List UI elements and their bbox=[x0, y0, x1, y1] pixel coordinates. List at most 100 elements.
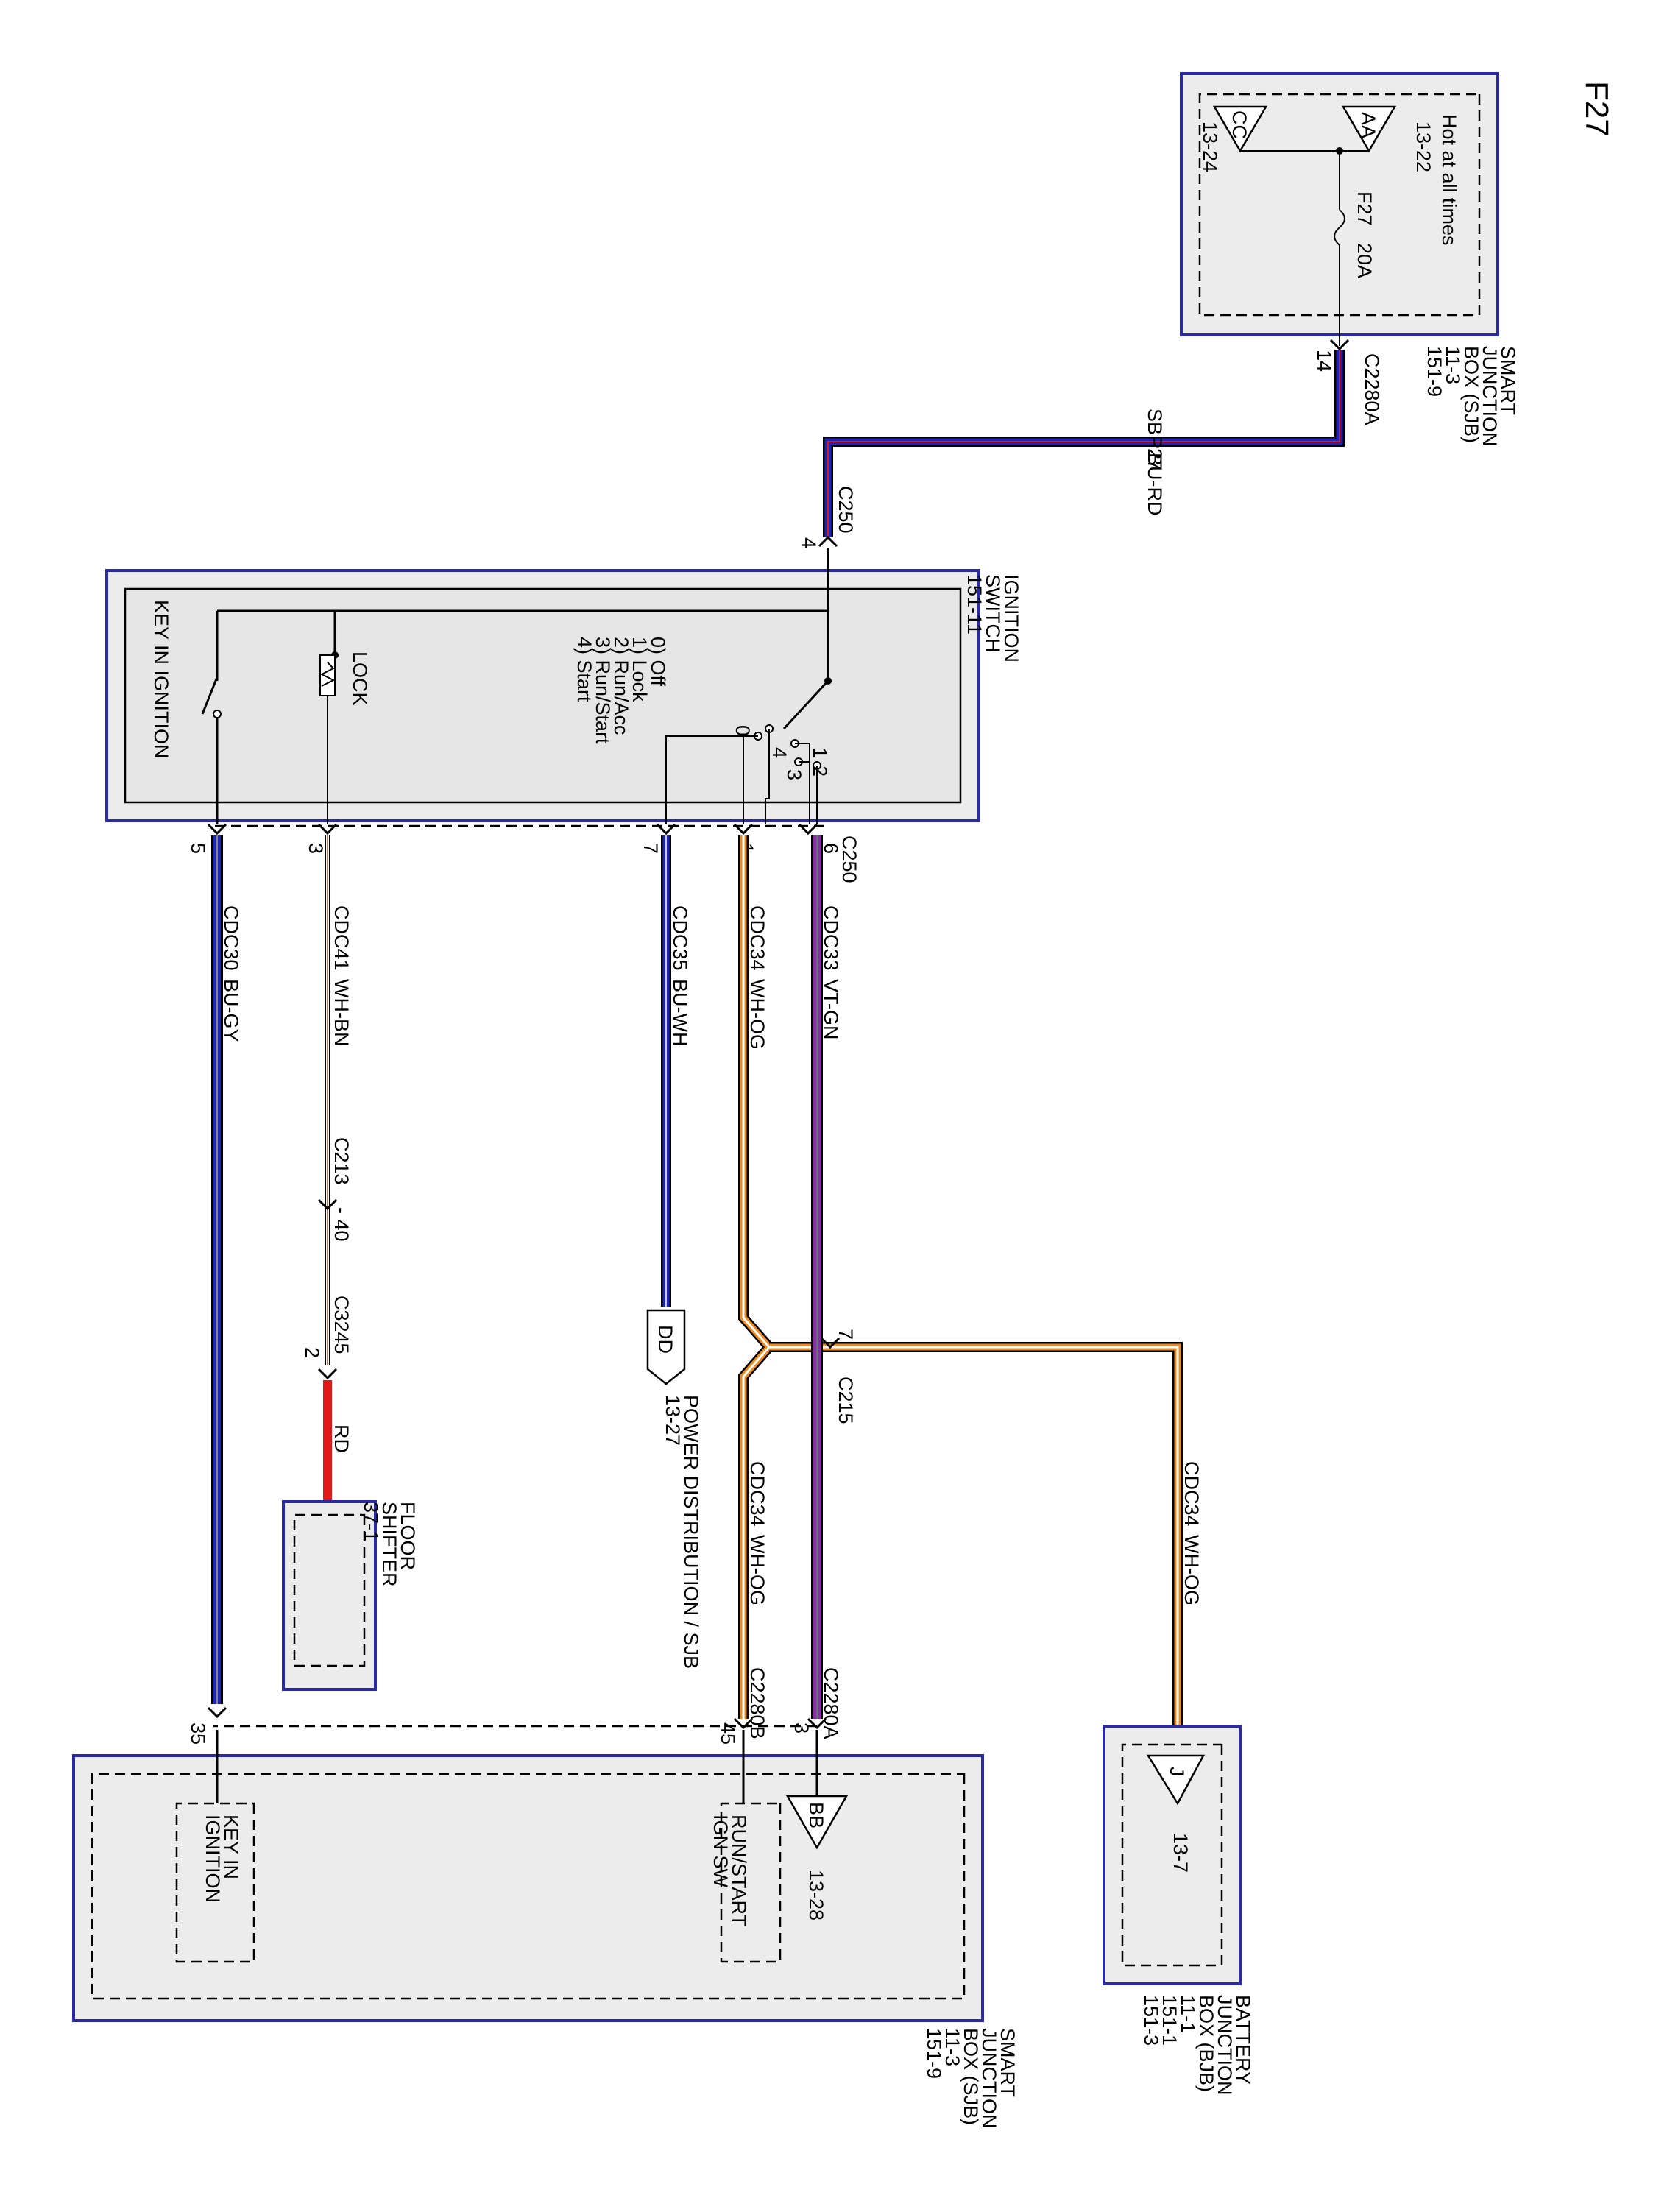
ref-aa: AA bbox=[1357, 112, 1379, 138]
ignition-switch: IGNITION SWITCH 151-11 0 1 2 3 4 bbox=[105, 548, 1022, 824]
bjb-name-6: 151-3 bbox=[1140, 1995, 1162, 2046]
cdc41-color: WH-BN bbox=[330, 979, 353, 1046]
run-start-1: RUN/START bbox=[728, 1815, 750, 1926]
c2280b-label: C2280B bbox=[746, 1667, 768, 1739]
dd-ref-arrow bbox=[646, 1309, 686, 1385]
cdc34-bjb-color: WH-OG bbox=[1181, 1535, 1203, 1605]
c250-top-pin: 4 bbox=[798, 537, 820, 548]
floor-shifter-frame bbox=[282, 1500, 377, 1691]
ref-cc-triangle bbox=[1212, 105, 1268, 153]
hot-label: Hot at all times bbox=[1438, 114, 1460, 246]
sbp27-color: BU-RD bbox=[1144, 453, 1166, 516]
bjb-name-5: 151-1 bbox=[1158, 1995, 1181, 2046]
key-in-ignition-box bbox=[175, 1802, 255, 1963]
pos-3: 3) Run/Start bbox=[592, 637, 614, 744]
pin-5: 5 bbox=[187, 843, 209, 854]
floor-shifter: FLOOR SHIFTER 37-1 bbox=[282, 1500, 419, 1691]
page-id: F27 bbox=[1579, 81, 1615, 137]
sjb-top-name-2: JUNCTION bbox=[1479, 346, 1501, 447]
c215-pin: 7 bbox=[835, 1329, 857, 1340]
key-in-2: IGNITION bbox=[202, 1815, 224, 1903]
cdc33-circuit: CDC33 bbox=[820, 905, 842, 971]
sjb-top-name-4: 11-3 bbox=[1442, 346, 1464, 384]
ref-bb-triangle bbox=[785, 1795, 849, 1850]
bjb: J 13-7 BATTERY JUNCTION BOX (BJB) 11-1 1… bbox=[1103, 1725, 1254, 2096]
fuse-label: F27 bbox=[1354, 191, 1376, 226]
ign-name-1: IGNITION bbox=[1000, 574, 1022, 662]
sbp27-circuit: SBP27 bbox=[1144, 409, 1166, 470]
c250-top-label: C250 bbox=[835, 486, 857, 534]
cdc30-color: BU-GY bbox=[220, 979, 242, 1042]
cdc33-color: VT-GN bbox=[820, 979, 842, 1040]
c213-pin: - 40 bbox=[330, 1207, 353, 1242]
bjb-name-3: BOX (BJB) bbox=[1195, 1995, 1217, 2092]
sjb-top-name-1: SMART bbox=[1497, 346, 1519, 415]
key-switch bbox=[201, 676, 219, 715]
contact-0: 0 bbox=[732, 725, 754, 736]
ref-aa-page: 13-22 bbox=[1412, 121, 1434, 172]
cdc34-lower-circuit: CDC34 bbox=[746, 1461, 768, 1527]
c2280a-bottom-pin: 3 bbox=[790, 1722, 813, 1734]
wire-sbp27: SBP27 BU-RD C250 4 bbox=[798, 350, 1345, 548]
pos-2: 2) Run/Acc bbox=[610, 637, 632, 735]
c250-bottom: C250 5 3 7 1 6 bbox=[187, 823, 860, 883]
sjb-bottom-name-2: JUNCTION bbox=[978, 2028, 1000, 2129]
sjb-bottom: KEY IN IGNITION RUN/START IGN SW BB 13-2… bbox=[72, 1730, 1019, 2129]
fuse-f27-symbol bbox=[1334, 209, 1345, 246]
wire-cdc30: CDC30 BU-GY bbox=[211, 835, 242, 1704]
wire-cdc34: CDC34 WH-OG CDC34 WH-OG CDC34 WH-OG 7 C2… bbox=[717, 835, 1203, 1745]
pos-1: 1) Lock bbox=[629, 637, 651, 702]
ref-j: J bbox=[1166, 1767, 1188, 1777]
ref-cc: CC bbox=[1228, 110, 1250, 139]
ign-name-3: 151-11 bbox=[963, 574, 986, 635]
c3245-pin: 2 bbox=[301, 1347, 323, 1358]
pin-6: 6 bbox=[820, 843, 842, 854]
sjb-bottom-name-3: BOX (SJB) bbox=[960, 2028, 982, 2125]
connector-c250-top bbox=[818, 535, 838, 548]
cdc34-color: WH-OG bbox=[746, 979, 768, 1050]
sjb-bottom-name-5: 151-9 bbox=[923, 2028, 945, 2079]
sjb-top-name-5: 151-9 bbox=[1423, 346, 1446, 397]
shifter-name-3: 37-1 bbox=[360, 1502, 382, 1541]
sjb-bottom-name-4: 11-3 bbox=[941, 2028, 963, 2066]
sjb-bottom-name-1: SMART bbox=[997, 2028, 1019, 2097]
cdc35-circuit: CDC35 bbox=[669, 905, 691, 971]
fuse-rating: 20A bbox=[1354, 243, 1376, 278]
pos-0: 0) Off bbox=[647, 637, 669, 687]
ref-j-page: 13-7 bbox=[1170, 1833, 1192, 1873]
lock-label: LOCK bbox=[349, 651, 371, 706]
cdc34-circuit: CDC34 bbox=[746, 905, 768, 971]
contact-1: 1 bbox=[809, 747, 831, 758]
c213-label: C213 bbox=[330, 1137, 353, 1185]
dd-name-1: POWER DISTRIBUTION / SJB bbox=[680, 1395, 702, 1669]
bjb-name-4: 11-1 bbox=[1177, 1995, 1199, 2033]
cdc34-lower-color: WH-OG bbox=[746, 1535, 768, 1605]
sjb-bottom-frame bbox=[72, 1754, 984, 2022]
ignition-switch-inner bbox=[124, 587, 962, 804]
key-label: KEY IN IGNITION bbox=[150, 600, 172, 759]
key-in-1: KEY IN bbox=[220, 1815, 242, 1879]
run-start-2: IGN SW bbox=[710, 1815, 732, 1888]
cdc30-circuit: CDC30 bbox=[220, 905, 242, 971]
c215-label: C215 bbox=[835, 1377, 857, 1424]
wire-cdc35: CDC35 BU-WH DD POWER DISTRIBUTION / SJB … bbox=[646, 835, 702, 1669]
rd-color: RD bbox=[330, 1424, 353, 1453]
cdc34-bjb-circuit: CDC34 bbox=[1181, 1461, 1203, 1527]
contact-4: 4 bbox=[768, 747, 790, 758]
bjb-name-2: JUNCTION bbox=[1214, 1995, 1236, 2096]
ref-cc-page: 13-24 bbox=[1199, 121, 1221, 172]
sjb-top-name-3: BOX (SJB) bbox=[1460, 346, 1482, 443]
c3245-label: C3245 bbox=[330, 1296, 353, 1354]
dd-name-2: 13-27 bbox=[662, 1395, 684, 1446]
c2280a-top-pin: 14 bbox=[1313, 350, 1335, 372]
wire-cdc41: CDC41 WH-BN C213 - 40 C3245 2 RD bbox=[301, 835, 353, 1502]
c250-bottom-label: C250 bbox=[838, 835, 860, 883]
pos-4: 4) Start bbox=[573, 637, 595, 702]
ign-name-2: SWITCH bbox=[982, 574, 1004, 652]
dd-ref: DD bbox=[654, 1325, 676, 1354]
pin-7: 7 bbox=[640, 843, 662, 854]
shifter-name-1: FLOOR bbox=[397, 1502, 419, 1570]
cdc41-circuit: CDC41 bbox=[330, 905, 353, 971]
